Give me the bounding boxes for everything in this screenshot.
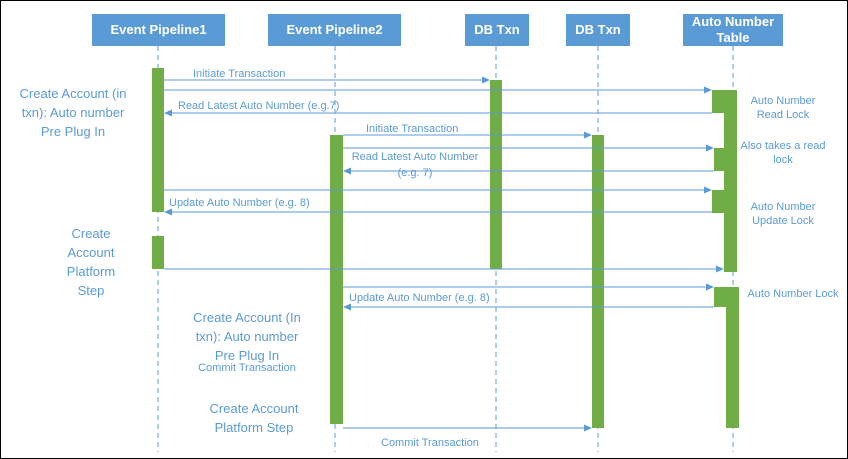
lane-header-event-pipeline2: Event Pipeline2 [268, 14, 401, 46]
activation-ant-4 [712, 190, 724, 213]
activation-ep2-main [330, 135, 343, 424]
note-platform-step-1: Create Account Platform Step [66, 226, 116, 298]
activation-ep1-platform [152, 236, 164, 269]
activation-ant-1 [712, 90, 724, 113]
label-initiate-transaction-2: Initiate Transaction [366, 123, 458, 135]
note-platform-step-2: Create Account Platform Step [209, 401, 299, 435]
label-update-auto-number-2: Update Auto Number (e.g. 8) [349, 292, 490, 304]
activation-ant-6 [726, 287, 739, 428]
label-read-latest-2-line2: (e.g. 7) [398, 167, 433, 179]
lane-header-event-pipeline1: Event Pipeline1 [92, 14, 225, 46]
label-initiate-transaction-1: Initiate Transaction [193, 68, 285, 80]
lane-header-db-txn-1: DB Txn [465, 14, 529, 46]
activation-db2 [592, 135, 604, 428]
activation-ant-2 [724, 90, 737, 272]
lane-header-db-txn-2: DB Txn [566, 14, 630, 46]
label-update-auto-number-1: Update Auto Number (e.g. 8) [169, 197, 310, 209]
note-update-lock: Auto Number Update Lock [750, 201, 816, 227]
activation-db1 [490, 80, 502, 269]
note-read-lock: Auto Number Read Lock [750, 95, 816, 121]
label-commit-transaction: Commit Transaction [381, 437, 479, 449]
activation-ant-3 [714, 148, 726, 171]
note-pre-plugin-2: Create Account (In txn): Auto number Pre… [193, 310, 301, 363]
activation-ep1-main [152, 68, 164, 212]
lane-header-auto-number-table: Auto Number Table [683, 14, 783, 46]
label-read-latest-2-line1: Read Latest Auto Number [352, 151, 479, 163]
note-commit-inline: Commit Transaction [198, 362, 296, 374]
label-read-latest-1: Read Latest Auto Number (e.g.7) [178, 100, 339, 112]
activation-ant-5 [714, 287, 726, 307]
note-pre-plugin-1: Create Account (in txn): Auto number Pre… [19, 86, 127, 139]
note-also-read-lock: Also takes a read lock [740, 140, 826, 166]
note-auto-number-lock: Auto Number Lock [747, 288, 839, 300]
